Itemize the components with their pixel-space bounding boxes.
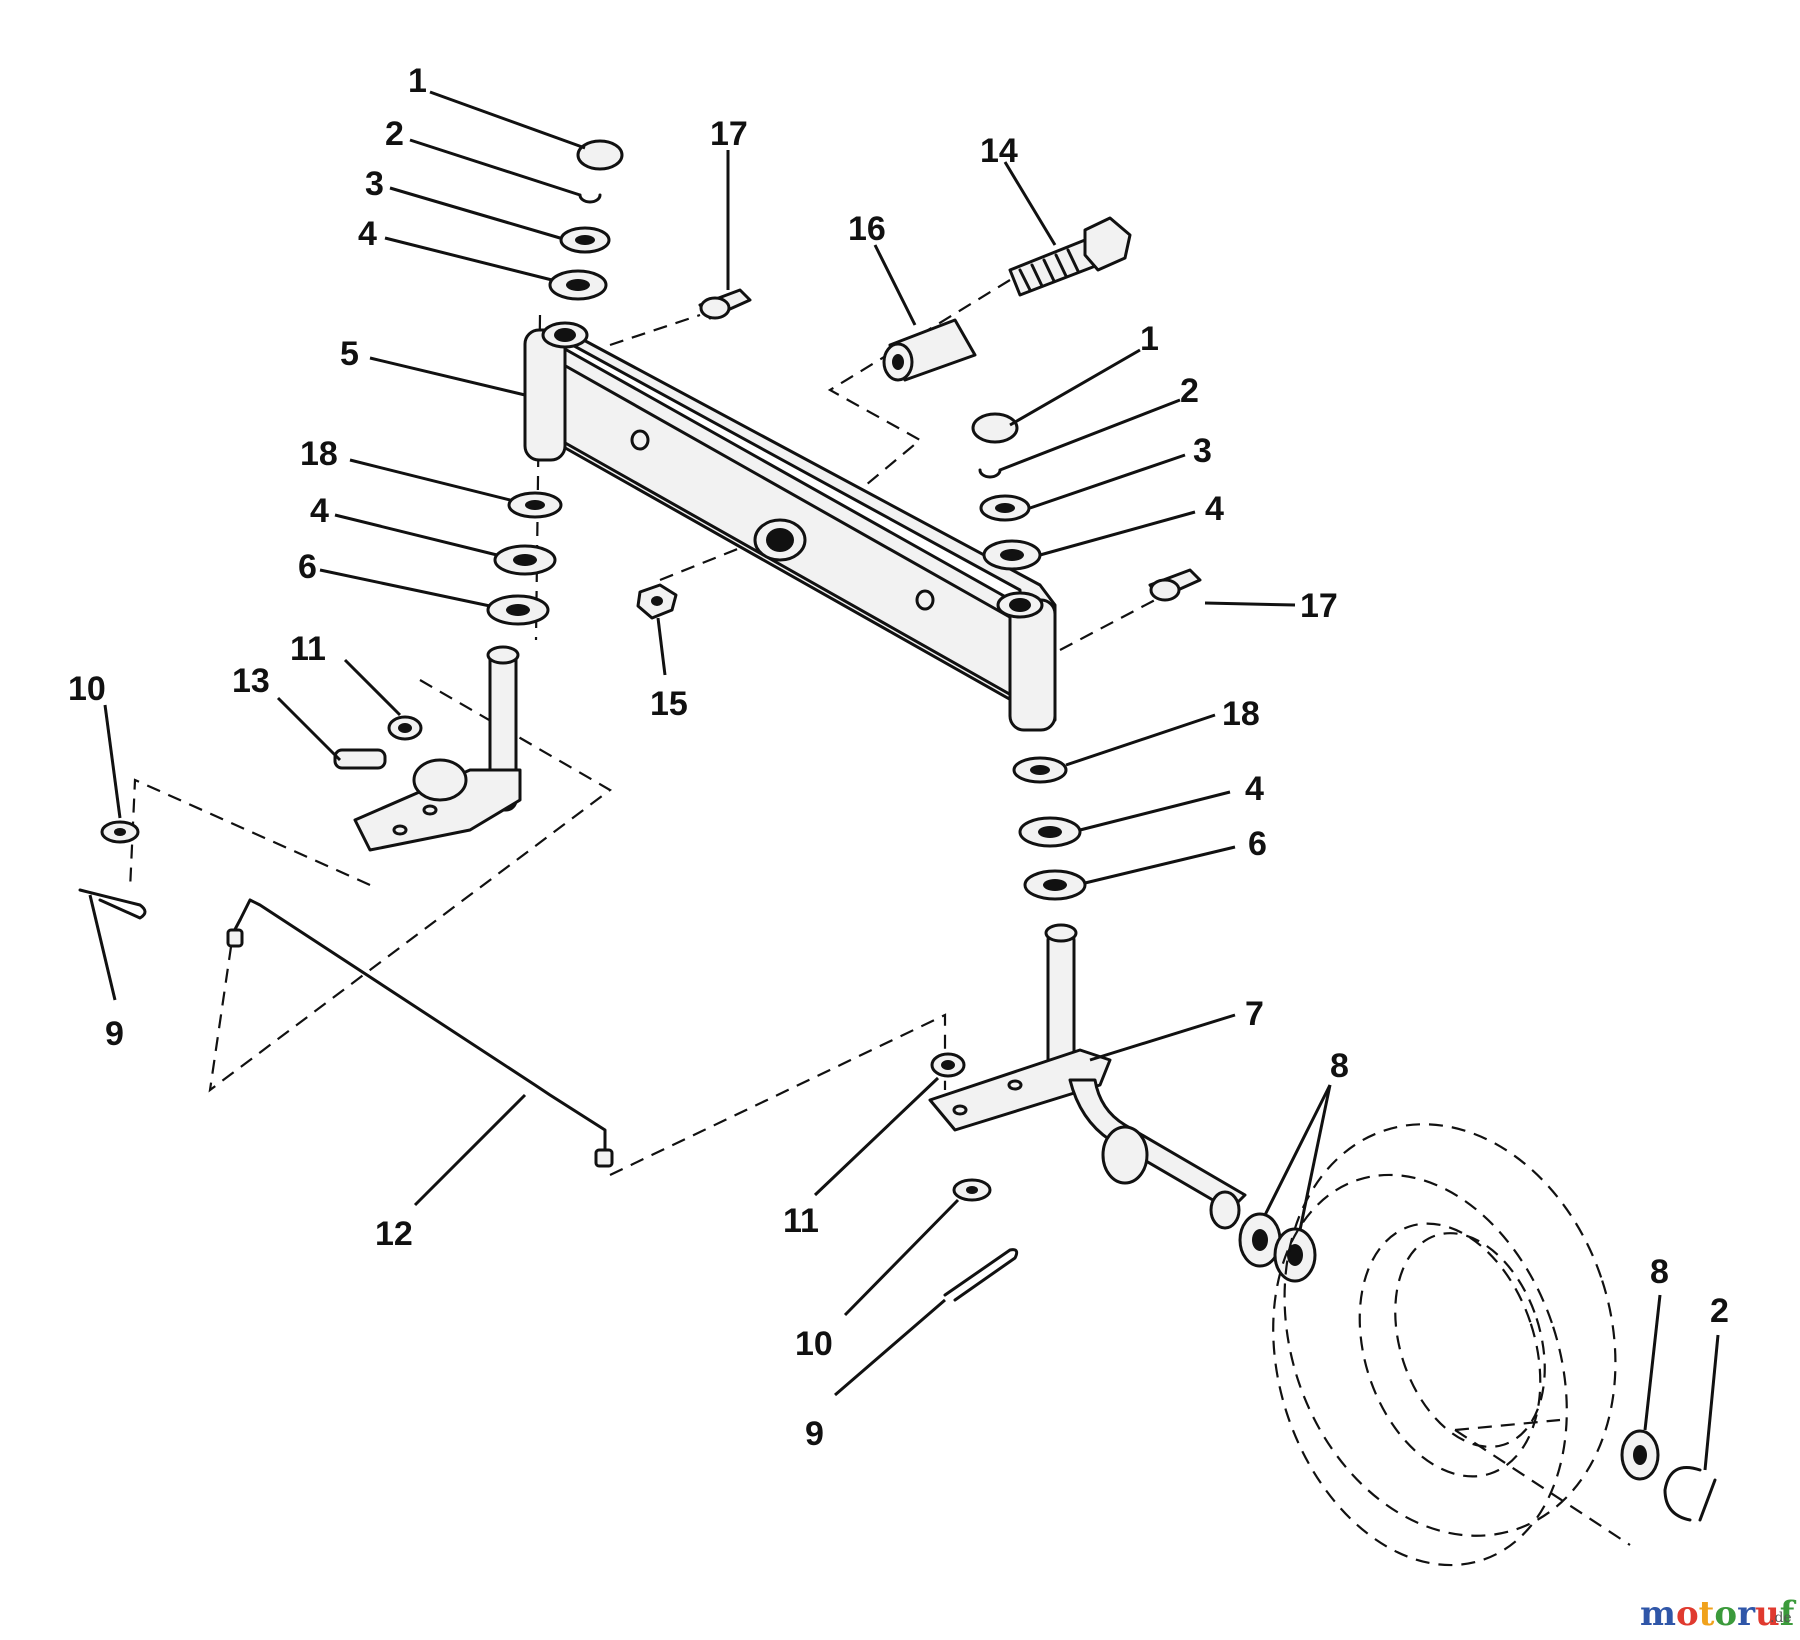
callout-3: 3 [1193, 432, 1212, 470]
callout-17: 17 [710, 115, 748, 153]
callout-4: 4 [1245, 770, 1264, 808]
left-upper-stack [548, 139, 624, 301]
leader-lines [88, 90, 1720, 1471]
callout-4: 4 [358, 215, 377, 253]
callout-4: 4 [1205, 490, 1224, 528]
callout-5: 5 [340, 335, 359, 373]
watermark-text: motoruf [1640, 1594, 1797, 1634]
callout-8: 8 [1650, 1253, 1669, 1291]
callout-14: 14 [980, 132, 1018, 170]
callout-1: 1 [1140, 320, 1159, 358]
callout-8: 8 [1330, 1047, 1349, 1085]
right-washers [1238, 1212, 1317, 1283]
left-lower-stack [486, 491, 563, 626]
callout-2: 2 [1180, 372, 1199, 410]
callout-10: 10 [68, 670, 106, 708]
callout-15: 15 [650, 685, 688, 723]
callout-13: 13 [232, 662, 270, 700]
callout-1: 1 [408, 62, 427, 100]
callout-9: 9 [105, 1015, 124, 1053]
right-upper-stack [971, 412, 1042, 571]
e-clip [1663, 1466, 1717, 1522]
callout-3: 3 [365, 165, 384, 203]
callout-6: 6 [298, 548, 317, 586]
callout-18: 18 [1222, 695, 1260, 733]
callout-12: 12 [375, 1215, 413, 1253]
left-grease-fitting [698, 288, 752, 320]
wheel-washer [1620, 1429, 1660, 1481]
watermark-suffix: .de [1770, 1610, 1792, 1626]
callout-2: 2 [385, 115, 404, 153]
right-cotter-washer [930, 1052, 1019, 1302]
left-spindle [333, 645, 522, 852]
tie-rod [226, 898, 614, 1168]
nut [636, 583, 678, 620]
callout-4: 4 [310, 492, 329, 530]
callout-9: 9 [805, 1415, 824, 1453]
callout-10: 10 [795, 1325, 833, 1363]
right-spindle [928, 923, 1247, 1230]
callout-6: 6 [1248, 825, 1267, 863]
right-lower-stack [1012, 756, 1087, 901]
right-grease-fitting [1148, 568, 1202, 602]
watermark: motoruf .de [1640, 1594, 1797, 1634]
callout-11: 11 [290, 630, 326, 668]
callout-18: 18 [300, 435, 338, 473]
callout-16: 16 [848, 210, 886, 248]
callout-11: 11 [783, 1202, 819, 1240]
callout-17: 17 [1300, 587, 1338, 625]
left-cotter-washer [78, 820, 147, 920]
bushing [882, 318, 977, 382]
callout-7: 7 [1245, 995, 1264, 1033]
axle-beam [523, 321, 1057, 732]
callout-labels: 1 2 3 4 5 18 4 6 17 14 16 1 2 3 4 17 15 … [68, 62, 1729, 1453]
callout-2: 2 [1710, 1292, 1729, 1330]
bolt [1008, 216, 1132, 297]
wheel-outline [1272, 1123, 1617, 1567]
